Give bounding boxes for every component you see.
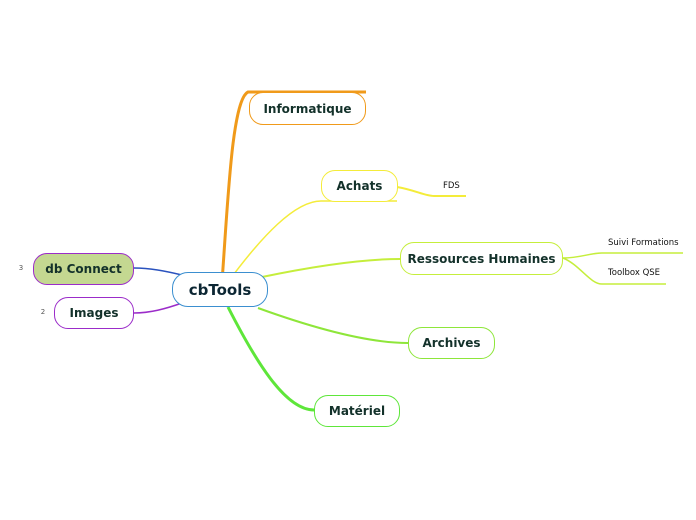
connector-toolbox-qse — [562, 257, 666, 285]
connector-ressources-humaines — [261, 258, 401, 278]
topic-informatique[interactable]: Informatique — [249, 92, 366, 125]
connector-fds — [396, 186, 466, 197]
topic-achats-label: Achats — [336, 179, 383, 193]
topic-materiel-label: Matériel — [328, 404, 386, 418]
topic-images-label: Images — [69, 306, 119, 320]
subtopic-fds[interactable]: FDS — [443, 181, 460, 191]
collapsed-count-badge-images[interactable]: 2 — [37, 307, 49, 319]
topic-db-connect-label: db Connect — [45, 262, 122, 276]
collapsed-count-badge-db-connect[interactable]: 3 — [15, 263, 27, 275]
connector-db-connect — [133, 267, 183, 276]
subtopic-suivi-formations[interactable]: Suivi Formations — [608, 238, 679, 248]
subtopic-toolbox-qse[interactable]: Toolbox QSE — [608, 268, 661, 278]
topic-images[interactable]: Images — [54, 297, 134, 329]
topic-informatique-label: Informatique — [263, 101, 352, 116]
connector-archives — [257, 307, 409, 344]
topic-achats[interactable]: Achats — [321, 170, 398, 202]
topic-materiel[interactable]: Matériel — [314, 395, 400, 427]
connector-images — [133, 302, 183, 314]
topic-ressources-humaines-label: Ressources Humaines — [407, 251, 556, 266]
topic-ressources-humaines[interactable]: Ressources Humaines — [400, 242, 563, 275]
connector-informatique — [220, 90, 366, 283]
connector-materiel — [226, 306, 315, 412]
topic-archives[interactable]: Archives — [408, 327, 495, 359]
connector-suivi-formations — [562, 252, 683, 259]
connector-achats — [227, 200, 397, 283]
central-topic-label: cbTools — [188, 280, 252, 299]
topic-db-connect[interactable]: db Connect — [33, 253, 134, 285]
central-topic-cbtools[interactable]: cbTools — [172, 272, 268, 307]
topic-archives-label: Archives — [422, 336, 481, 350]
